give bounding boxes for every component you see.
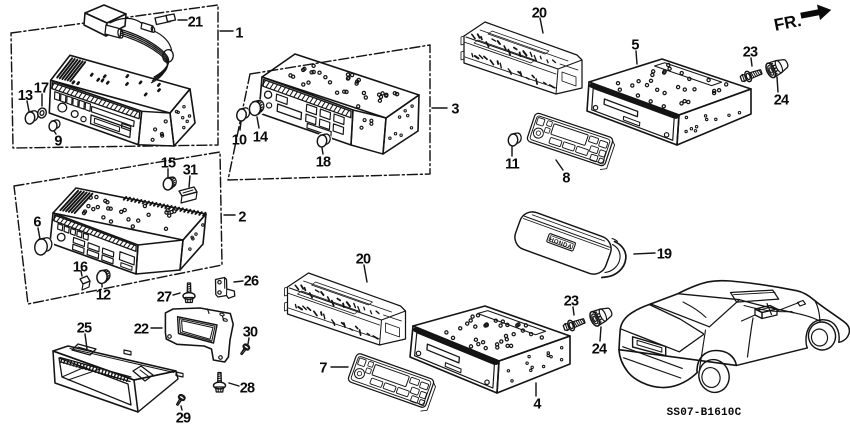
svg-text:23: 23 [564,293,579,309]
svg-text:7: 7 [319,360,327,376]
svg-text:8: 8 [562,170,570,186]
svg-text:30: 30 [243,324,258,340]
svg-text:15: 15 [161,155,176,171]
svg-text:23: 23 [743,44,758,60]
svg-text:31: 31 [183,162,198,178]
svg-text:19: 19 [657,246,672,262]
svg-text:11: 11 [505,156,519,172]
svg-text:FR.: FR. [772,11,803,35]
svg-text:20: 20 [356,251,371,267]
svg-text:22: 22 [134,321,149,337]
svg-text:20: 20 [532,5,547,21]
svg-text:14: 14 [253,129,268,145]
svg-text:16: 16 [73,259,88,275]
svg-text:17: 17 [34,80,49,96]
svg-text:2: 2 [238,209,246,225]
svg-text:4: 4 [533,396,541,412]
svg-text:28: 28 [240,380,255,396]
svg-text:3: 3 [451,101,459,117]
svg-text:29: 29 [176,410,191,425]
svg-text:26: 26 [244,273,259,289]
svg-text:27: 27 [157,289,172,305]
svg-text:21: 21 [188,14,203,30]
svg-text:5: 5 [631,37,639,53]
svg-text:10: 10 [232,132,247,148]
svg-text:24: 24 [774,92,789,108]
svg-text:25: 25 [77,320,92,336]
svg-text:1: 1 [235,25,243,41]
svg-text:18: 18 [316,154,331,170]
svg-text:13: 13 [18,88,33,104]
svg-text:24: 24 [592,341,607,357]
svg-text:SS07-B1610C: SS07-B1610C [667,407,742,419]
svg-text:12: 12 [96,287,111,303]
svg-text:6: 6 [33,214,41,230]
svg-text:9: 9 [54,133,62,149]
